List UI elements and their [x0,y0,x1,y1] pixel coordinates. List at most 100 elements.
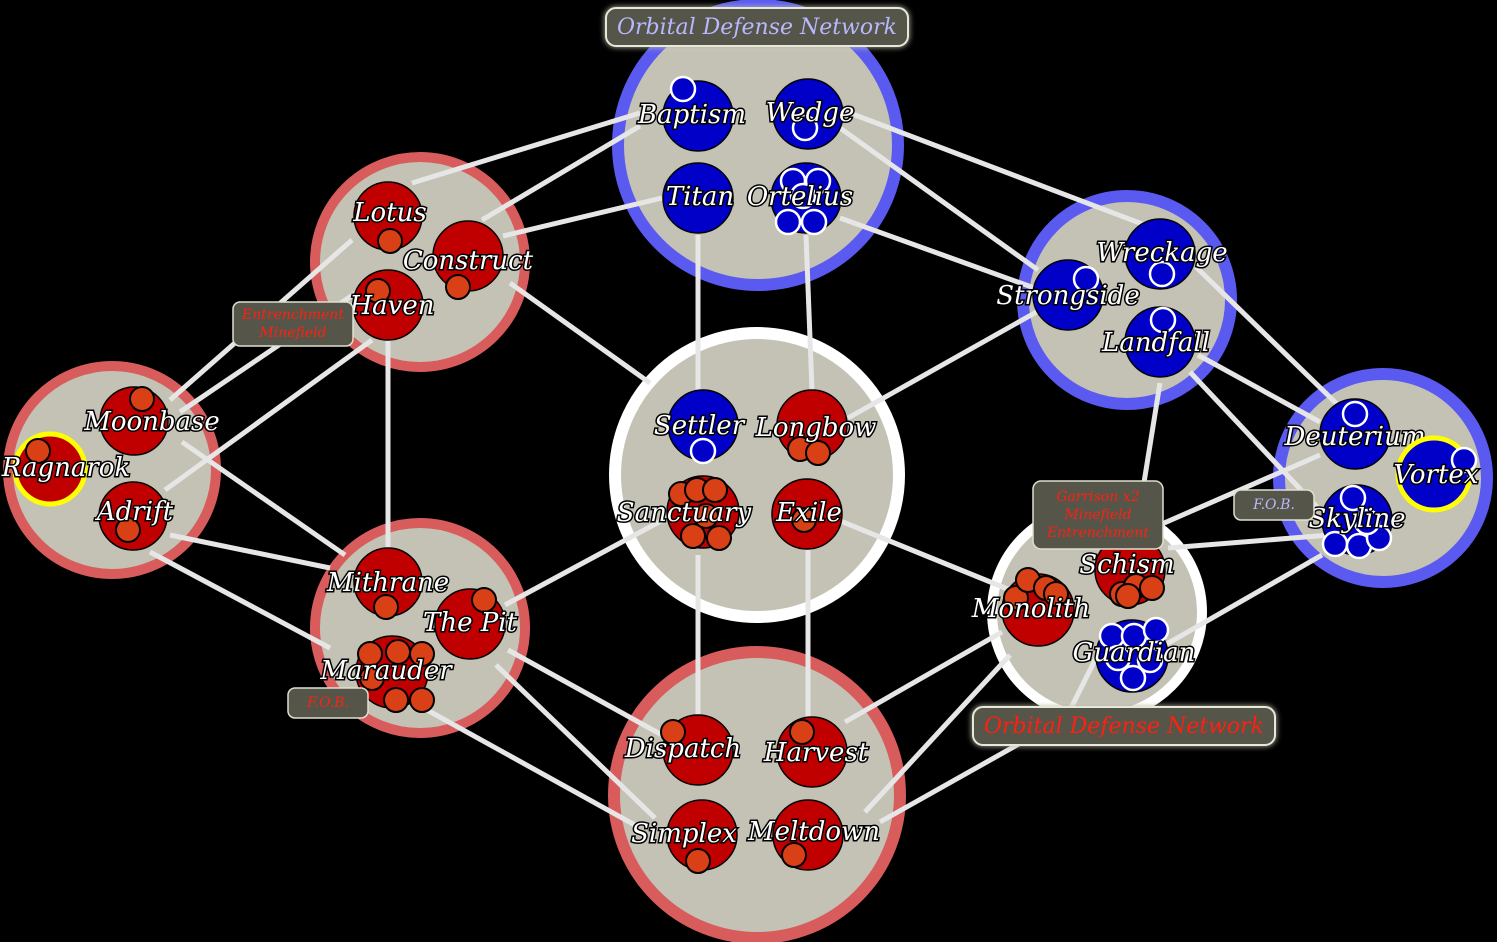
unit-token [1139,575,1165,601]
banner-text: Orbital Defense Network [984,714,1264,739]
territory-haven[interactable]: Haven [347,269,436,341]
territory-monolith[interactable]: Monolith [969,567,1092,647]
connection-line [1188,370,1320,510]
territory-label: Vortex [1394,460,1479,490]
territory-settler[interactable]: Settler [652,389,747,465]
territory-marauder[interactable]: Marauder [318,635,455,713]
territory-label: Lotus [352,198,426,228]
unit-token [1043,581,1069,607]
connection-line [841,107,1146,228]
unit-token [689,437,717,465]
west-fortification-tag: Entrenchment Minefield [232,301,354,347]
unit-token [680,523,706,549]
territory-deuterium[interactable]: Deuterium [1282,398,1427,470]
unit-token [377,228,403,254]
unit-token [774,208,802,236]
territory-dispatch[interactable]: Dispatch [622,714,743,786]
connection-line [803,234,815,391]
territory-meltdown[interactable]: Meltdown [745,799,882,871]
territory-titan[interactable]: Titan [662,162,736,234]
territory-label: Skyline [1308,504,1405,534]
unit-token [791,114,819,142]
unit-token [693,503,719,529]
unit-token [1104,644,1132,672]
unit-token [1353,508,1381,536]
territory-thepit[interactable]: The Pit [422,587,519,660]
connection-line [1139,382,1163,496]
connection-line [838,125,1040,273]
region-south[interactable] [608,646,906,942]
unit-token [1450,446,1478,474]
territory-label: Simplex [631,819,737,849]
territory-exile[interactable]: Exile [771,478,843,550]
territory-harvest[interactable]: Harvest [761,716,870,788]
unit-token [383,687,409,713]
territory-longbow[interactable]: Longbow [753,389,878,466]
territory-skyline[interactable]: Skyline [1307,484,1407,560]
connection-line [163,337,374,493]
territory-ortelius[interactable]: Ortelius [745,162,855,236]
connection-line [1163,552,1324,648]
unit-token [781,842,807,868]
unit-token [129,386,155,412]
unit-token [791,507,817,533]
territory-marker[interactable] [662,162,734,234]
territory-simplex[interactable]: Simplex [630,799,739,874]
orbital-defense-banner-top: Orbital Defense Network [605,7,909,47]
connection-line [180,439,347,558]
unit-token [1003,585,1029,611]
territory-label: Ragnarok [1,453,130,483]
territory-schism[interactable]: Schism [1078,534,1176,609]
territory-wreckage[interactable]: Wreckage [1095,218,1229,290]
tag-line: Entrenchment [241,307,344,323]
unit-token [1149,306,1177,334]
territory-label: Wreckage [1096,238,1227,268]
unit-token [359,665,385,691]
territory-label: Sanctuary [617,498,752,528]
territory-strongside[interactable]: Strongside [995,259,1141,331]
territory-moonbase[interactable]: Moonbase [82,386,221,456]
connection-line [1167,532,1331,551]
east-fob-tag: F.O.B. [1233,489,1315,521]
territory-landfall[interactable]: Landfall [1100,306,1211,378]
territory-marker[interactable] [772,78,844,150]
region-center[interactable] [609,327,905,623]
territory-marker[interactable] [1124,218,1196,290]
unit-token [1119,664,1147,692]
territory-ragnarok[interactable]: Ragnarok [0,431,132,507]
tag-box [1032,480,1164,550]
connection-line [502,195,663,239]
unit-token [702,477,728,503]
territory-vortex[interactable]: Vortex [1392,435,1480,513]
connection-line [837,517,1011,593]
unit-token [789,719,815,745]
tag-line: F.O.B. [1252,497,1295,513]
territory-label: Wedge [766,98,855,128]
connection-line [863,653,1012,814]
tag-line: Minefield [258,325,326,341]
territory-marker[interactable] [1319,398,1391,470]
territory-sanctuary[interactable]: Sanctuary [615,475,753,551]
territory-label: Ortelius [747,182,853,212]
territory-guardian[interactable]: Guardian [1071,616,1197,693]
unit-token [660,719,686,745]
connection-line [506,647,664,738]
unit-token [115,517,141,543]
banner-box [605,7,909,47]
territory-label: Mithrane [326,568,449,598]
territory-label: Meltdown [747,817,880,847]
unit-token [1115,583,1141,609]
tag-box [1233,489,1315,521]
unit-token [1339,484,1367,512]
unit-token [1142,616,1170,644]
territory-baptism[interactable]: Baptism [635,75,748,152]
territory-wedge[interactable]: Wedge [764,78,856,150]
territory-construct[interactable]: Construct [401,220,535,300]
territory-marker[interactable] [1124,306,1196,378]
connection-line [508,280,652,386]
connection-line [169,532,331,571]
territory-adrift[interactable]: Adrift [93,481,175,551]
territory-lotus[interactable]: Lotus [351,181,428,254]
territory-label: Schism [1079,550,1174,580]
territory-mithrane[interactable]: Mithrane [324,547,451,620]
